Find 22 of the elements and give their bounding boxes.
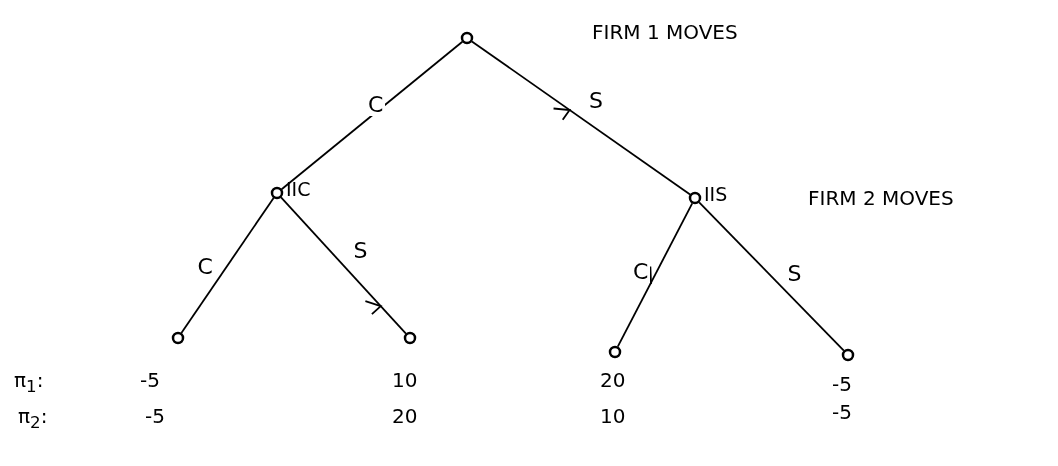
payoff-value: 20: [392, 404, 418, 428]
tree-branch: [471, 40, 691, 196]
stage-note: FIRM 2 MOVES: [808, 186, 954, 210]
payoff-row-label: π$_{2}$:: [18, 404, 48, 432]
tree-branch: [280, 40, 464, 191]
stage-note: FIRM 1 MOVES: [592, 20, 738, 44]
payoff-value: -5: [832, 372, 852, 396]
player-label: IIC: [286, 178, 311, 200]
payoff-row-label: π$_{1}$:: [14, 368, 44, 396]
payoff-value: -5: [140, 368, 160, 392]
edge-label: C: [631, 261, 651, 283]
player-label: IIS: [704, 183, 728, 205]
tree-branch: [280, 196, 407, 335]
payoff-value: 10: [600, 404, 626, 428]
payoff-value: 20: [600, 368, 626, 392]
tree-branch: [616, 202, 694, 348]
payoff-value: -5: [832, 400, 852, 424]
payoff-value: -5: [145, 404, 165, 428]
edge-label: C: [366, 93, 386, 116]
payoff-value: 10: [392, 368, 418, 392]
tree-branch: [698, 201, 845, 352]
tree-branch: [180, 197, 275, 334]
